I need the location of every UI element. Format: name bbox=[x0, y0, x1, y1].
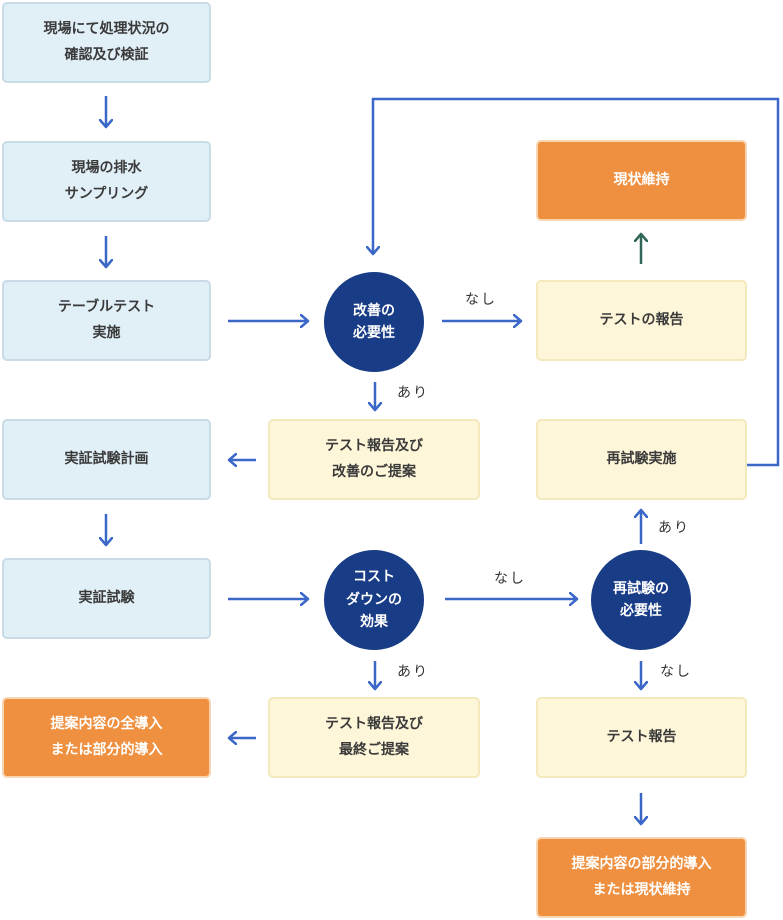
step-wastewater-sampling: 現場の排水 サンプリング bbox=[2, 141, 211, 222]
label-c3-yes: あり bbox=[658, 520, 690, 536]
step-retest: 再試験実施 bbox=[536, 419, 747, 500]
step-site-inspection: 現場にて処理状況の 確認及び検証 bbox=[2, 2, 211, 83]
step-report-final-proposal: テスト報告及び 最終ご提案 bbox=[268, 697, 480, 778]
step-test-report: テストの報告 bbox=[536, 280, 747, 361]
step-report-improvement-proposal: テスト報告及び 改善のご提案 bbox=[268, 419, 480, 500]
decision-improvement-needed: 改善の 必要性 bbox=[324, 272, 424, 372]
decision-retest-needed: 再試験の 必要性 bbox=[591, 550, 691, 650]
label-c1-none: なし bbox=[465, 292, 497, 308]
result-maintain-status: 現状維持 bbox=[536, 140, 747, 221]
label-c1-yes: あり bbox=[397, 385, 429, 401]
result-full-or-partial-adoption: 提案内容の全導入 または部分的導入 bbox=[2, 697, 211, 778]
decision-cost-reduction: コスト ダウンの 効果 bbox=[324, 550, 424, 650]
step-test-report-2: テスト報告 bbox=[536, 697, 747, 778]
step-table-test: テーブルテスト 実施 bbox=[2, 280, 211, 361]
step-trial-plan: 実証試験計画 bbox=[2, 419, 211, 500]
label-c2-none: なし bbox=[494, 571, 526, 587]
label-c3-none: なし bbox=[660, 664, 692, 680]
step-trial: 実証試験 bbox=[2, 558, 211, 639]
loop-y4-c1 bbox=[373, 97, 780, 467]
result-partial-or-maintain: 提案内容の部分的導入 または現状維持 bbox=[536, 837, 747, 918]
label-c2-yes: あり bbox=[397, 664, 429, 680]
